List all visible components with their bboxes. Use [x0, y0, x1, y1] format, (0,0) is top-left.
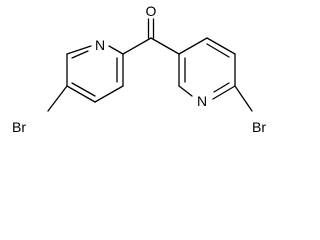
right-bromine-label: Br	[252, 119, 266, 135]
left-bromine-bond	[47, 85, 68, 112]
carbonyl-oxygen-label: O	[146, 3, 157, 19]
left-ring-bond-c2-n1	[108, 45, 124, 55]
right-ring-bond-c5-c6	[212, 85, 236, 100]
right-ring-inner-bond-b	[206, 43, 230, 58]
right-bromine-bond	[234, 85, 253, 112]
left-ring-bond-n1-c6	[66, 45, 92, 55]
right-ring-bond-c2-c3	[178, 37, 208, 55]
carbonyl-to-right-ring-bond	[150, 37, 180, 55]
left-ring-bond-c4-c3	[94, 85, 124, 103]
left-ring-bond-c5-c4	[66, 85, 96, 103]
right-ring-bond-c3-c4	[206, 37, 236, 55]
carbonyl-group	[122, 18, 180, 55]
left-ring-inner-bond-b	[71, 50, 89, 59]
right-ring-inner-bond-c	[213, 82, 230, 93]
left-ring-inner-bond-c	[71, 82, 96, 97]
left-pyridine-ring	[47, 45, 124, 112]
left-bromine-label: Br	[12, 119, 26, 135]
left-ring-nitrogen-label: N	[95, 37, 105, 53]
right-ring-nitrogen-label: N	[197, 93, 207, 109]
carbonyl-to-left-ring-bond	[122, 37, 152, 55]
right-ring-bond-n1-c2	[178, 85, 193, 97]
right-pyridine-ring	[178, 37, 253, 112]
chemical-structure-diagram: O N N Br Br	[12, 3, 266, 135]
